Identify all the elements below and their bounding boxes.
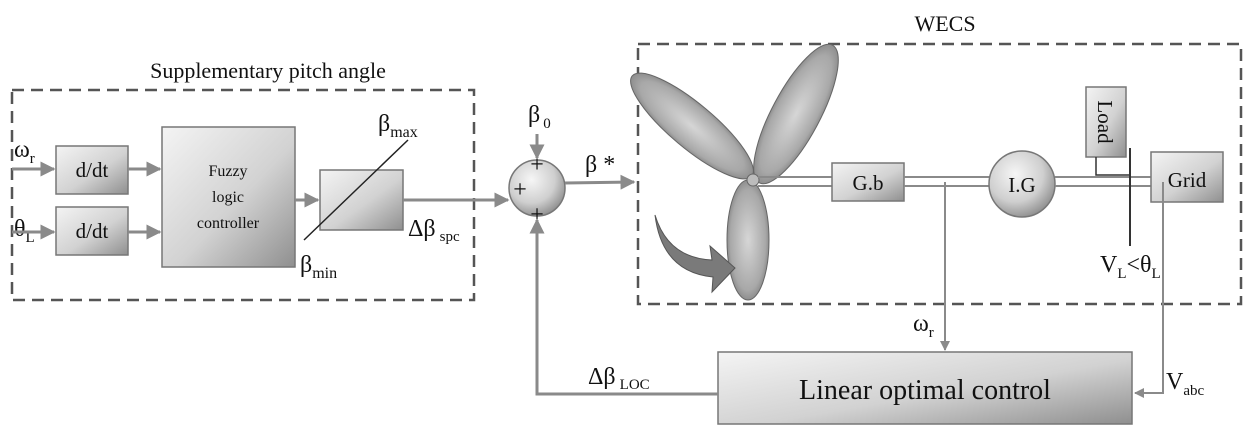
v-abc-feedback-line — [1134, 182, 1164, 398]
beta-star-arrow — [564, 174, 636, 190]
derivative-block-theta: d/dt — [55, 206, 129, 256]
supplementary-frame — [10, 88, 476, 302]
grid-block: Grid — [1150, 151, 1224, 203]
gearbox-block: G.b — [831, 162, 905, 202]
beta-star-label: β * — [585, 152, 615, 178]
summing-junction: + + + — [508, 152, 566, 228]
svg-text:G.b: G.b — [853, 171, 884, 195]
beta-max-label: βmax — [378, 111, 418, 141]
bus-voltage-label: VL<θL — [1100, 252, 1161, 282]
fuzzy-logic-controller-block: Fuzzy logic controller — [161, 126, 296, 268]
beta-min-label: βmin — [300, 252, 337, 282]
svg-text:controller: controller — [197, 215, 260, 232]
v-abc-label: Vabc — [1166, 369, 1205, 399]
supplementary-title: Supplementary pitch angle — [150, 58, 386, 83]
wind-turbine — [630, 43, 839, 301]
linear-optimal-control-block: Linear optimal control — [717, 351, 1133, 425]
theta-l-input-label: θL — [14, 216, 35, 246]
svg-text:d/dt: d/dt — [76, 158, 109, 182]
load-block: Load — [1085, 86, 1127, 158]
loc-to-sum-feedback — [529, 218, 718, 396]
svg-text:Linear optimal control: Linear optimal control — [799, 375, 1051, 406]
omega-r-feedback-label: ωr — [913, 311, 934, 341]
induction-generator: I.G — [988, 150, 1056, 218]
svg-text:I.G: I.G — [1008, 173, 1035, 197]
svg-text:d/dt: d/dt — [76, 219, 109, 243]
saturation-limiter-block — [303, 139, 409, 241]
rotation-arrow-icon — [654, 214, 736, 294]
wecs-frame — [636, 42, 1243, 306]
wecs-title: WECS — [914, 11, 975, 36]
svg-text:Grid: Grid — [1168, 168, 1207, 192]
svg-text:Fuzzy: Fuzzy — [208, 163, 247, 180]
svg-text:Load: Load — [1093, 100, 1117, 144]
derivative-block-omega: d/dt — [55, 145, 129, 195]
load-connection — [1095, 157, 1130, 176]
svg-text:+: + — [513, 177, 527, 203]
omega-r-input-label: ωr — [14, 137, 35, 167]
svg-text:logic: logic — [212, 189, 244, 206]
